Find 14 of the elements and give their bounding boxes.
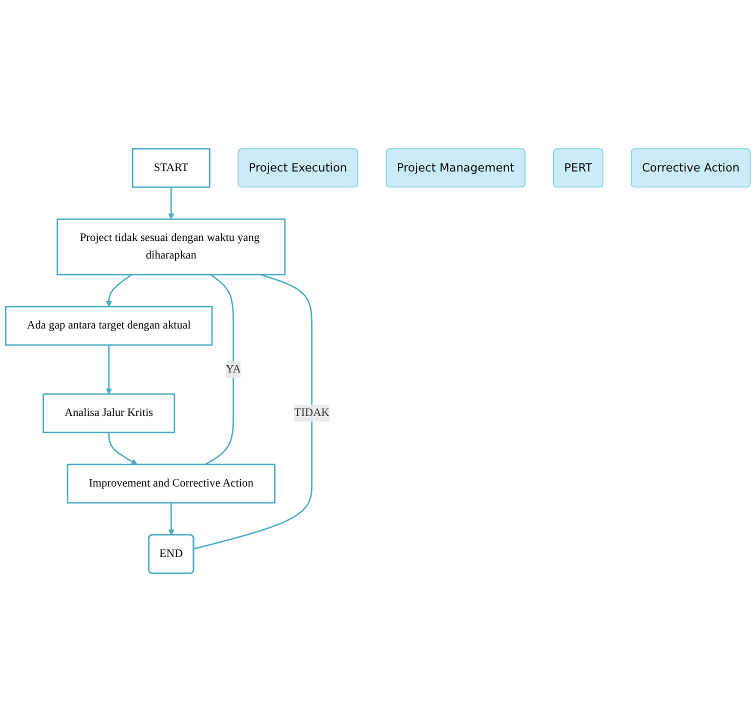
- arrow: [168, 187, 174, 220]
- connector: [194, 274, 313, 550]
- edge-label: TIDAK: [294, 406, 330, 419]
- arrow: [168, 502, 174, 536]
- node-box: [132, 148, 210, 188]
- node-box: [4, 306, 213, 346]
- node-box: [56, 218, 286, 276]
- arrow: [106, 274, 132, 307]
- arrow: [108, 432, 138, 465]
- node-box: [42, 393, 176, 434]
- connector: [204, 274, 234, 466]
- edge-label: YA: [226, 363, 241, 376]
- arrow: [106, 345, 112, 394]
- node-box: [66, 464, 276, 504]
